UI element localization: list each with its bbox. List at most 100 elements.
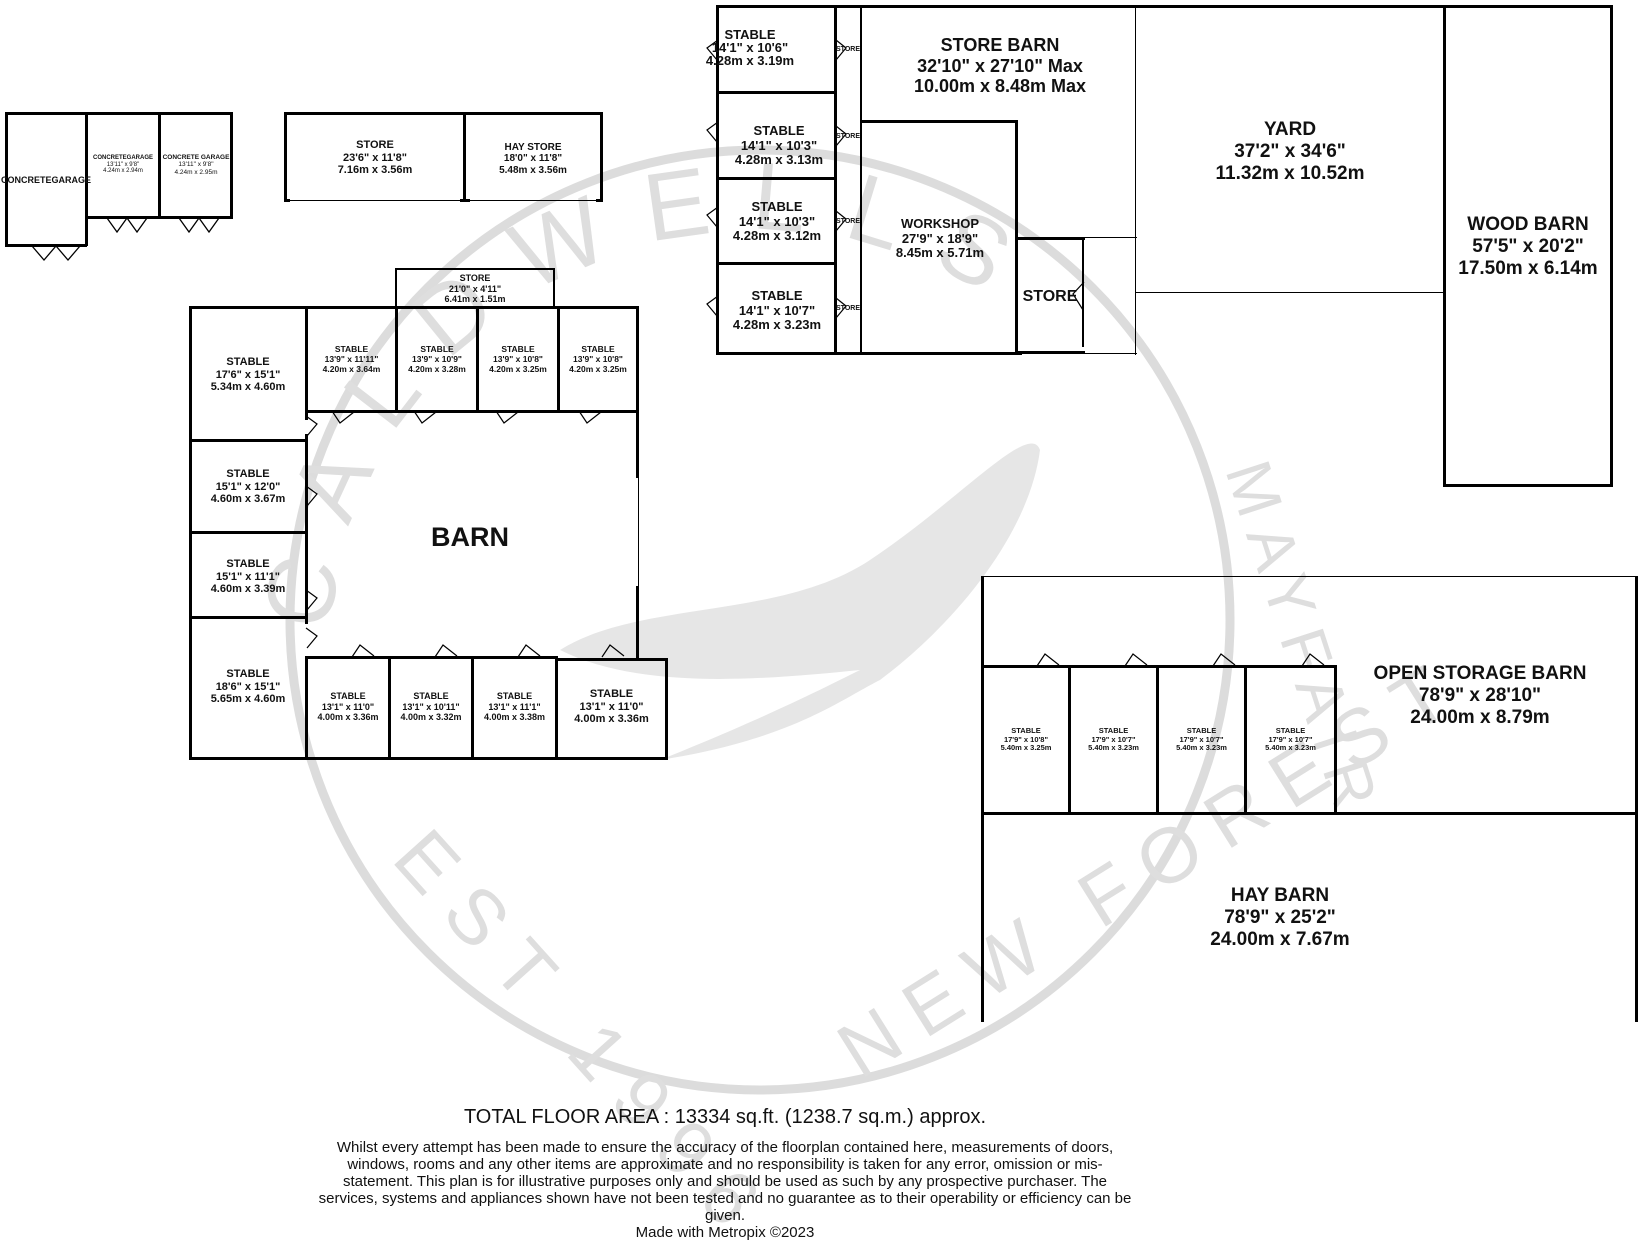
room-dim-metric: 4.20m x 3.28m bbox=[408, 363, 466, 374]
room-name: WORKSHOP bbox=[901, 215, 979, 231]
room-dim-metric: 5.40m x 3.23m bbox=[1176, 743, 1227, 753]
door-icon bbox=[706, 121, 719, 143]
wall-segment bbox=[596, 199, 603, 202]
door-icon bbox=[178, 216, 220, 234]
wall-segment bbox=[1082, 237, 1137, 238]
room-dim-imperial: 32'10" x 27'10" Max bbox=[917, 55, 1083, 76]
room-dim-metric: 4.28m x 3.19m bbox=[705, 52, 795, 68]
room-stable: STABLE 14'1" x 10'6" 4.28m x 3.19m bbox=[690, 24, 810, 70]
room-dim-imperial: 13'1" x 10'11" bbox=[402, 701, 460, 712]
footer: TOTAL FLOOR AREA : 13334 sq.ft. (1238.7 … bbox=[0, 1106, 1450, 1241]
disclaimer-text: Whilst every attempt has been made to en… bbox=[318, 1139, 1132, 1224]
room-dim-metric: 4.24m x 2.94m bbox=[103, 168, 143, 175]
room-mini-store: STORE bbox=[836, 216, 860, 228]
room-store: STORE 23'6" x 11'8" 7.16m x 3.56m bbox=[290, 138, 460, 178]
door-icon bbox=[305, 485, 318, 507]
room-name: STORE bbox=[836, 45, 860, 53]
room-stable: STABLE 14'1" x 10'3" 4.28m x 3.13m bbox=[724, 123, 834, 169]
room-name: STABLE bbox=[581, 344, 615, 355]
wall-segment bbox=[636, 586, 639, 660]
room-name: STABLE bbox=[751, 198, 803, 214]
room-name: STABLE bbox=[496, 691, 533, 702]
wall-segment bbox=[284, 199, 290, 202]
room-dim-metric: 4.28m x 3.12m bbox=[732, 228, 822, 244]
wall-segment bbox=[460, 199, 470, 202]
room-name: CONCRETEGARAGE bbox=[92, 154, 153, 161]
room-stable: STABLE 14'1" x 10'7" 4.28m x 3.23m bbox=[720, 288, 834, 334]
room-dim-imperial: 17'9" x 10'7" bbox=[1268, 734, 1313, 744]
door-icon bbox=[1301, 653, 1325, 667]
wall-segment bbox=[981, 576, 984, 1022]
room-wood-barn: WOOD BARN 57'5" x 20'2" 17.50m x 6.14m bbox=[1446, 212, 1610, 282]
wall-segment bbox=[305, 410, 637, 413]
wall-segment bbox=[716, 5, 719, 355]
room-dim-imperial: 15'1" x 11'1" bbox=[216, 570, 280, 583]
wall-segment bbox=[395, 268, 555, 270]
wall-segment bbox=[305, 656, 557, 659]
room-store-strip: STORE 21'0" x 4'11" 6.41m x 1.51m bbox=[397, 273, 553, 305]
wall-segment bbox=[1135, 292, 1445, 293]
room-dim-imperial: 17'9" x 10'7" bbox=[1179, 734, 1224, 744]
room-name: WOOD BARN bbox=[1467, 214, 1589, 236]
room-hay-barn: HAY BARN 78'9" x 25'2" 24.00m x 7.67m bbox=[1150, 884, 1410, 952]
room-name: STORE bbox=[459, 273, 491, 284]
room-dim-metric: 5.34m x 4.60m bbox=[210, 381, 286, 394]
wall-segment bbox=[5, 112, 8, 246]
room-dim-metric: 10.00m x 8.48m Max bbox=[913, 76, 1087, 97]
wall-segment bbox=[719, 91, 836, 94]
wall-segment bbox=[1015, 237, 1085, 240]
room-name: STABLE bbox=[751, 287, 803, 303]
room-dim-imperial: 17'6" x 15'1" bbox=[215, 368, 281, 381]
wall-segment bbox=[305, 656, 308, 760]
room-dim-metric: 4.24m x 2.95m bbox=[174, 168, 218, 176]
door-icon bbox=[413, 410, 437, 424]
wall-segment bbox=[553, 268, 555, 308]
room-stable: STABLE 13'1" x 11'1" 4.00m x 3.38m bbox=[474, 690, 555, 724]
wall-segment bbox=[5, 112, 233, 115]
room-stable: STABLE 17'9" x 10'7" 5.40m x 3.23m bbox=[1159, 726, 1244, 754]
room-dim-imperial: 13'1" x 11'0" bbox=[579, 700, 644, 713]
room-stable: STABLE 13'9" x 11'11" 4.20m x 3.64m bbox=[308, 344, 395, 376]
wall-segment bbox=[600, 112, 603, 202]
wall-segment bbox=[1635, 576, 1638, 1022]
room-dim-metric: 4.20m x 3.25m bbox=[569, 363, 627, 374]
room-mini-store: STORE bbox=[836, 44, 860, 56]
room-name: BARN bbox=[431, 522, 509, 553]
door-icon bbox=[706, 206, 719, 228]
room-dim-metric: 5.40m x 3.25m bbox=[1000, 743, 1052, 753]
room-stable: STABLE 15'1" x 12'0" 4.60m x 3.67m bbox=[192, 467, 304, 507]
room-stable: STABLE 18'6" x 15'1" 5.65m x 4.60m bbox=[192, 667, 304, 707]
wall-segment bbox=[981, 665, 1337, 668]
room-name: STABLE bbox=[753, 122, 805, 138]
room-hay-store: HAY STORE 18'0" x 11'8" 5.48m x 3.56m bbox=[466, 139, 600, 179]
wall-segment bbox=[284, 112, 287, 202]
room-name: STABLE bbox=[413, 691, 449, 702]
wall-segment bbox=[1082, 237, 1084, 347]
room-name: STABLE bbox=[330, 691, 366, 702]
room-name: STABLE bbox=[1275, 726, 1306, 736]
wall-segment bbox=[189, 616, 308, 619]
room-stable: STABLE 13'9" x 10'9" 4.20m x 3.28m bbox=[398, 344, 476, 376]
room-stable: STABLE 13'9" x 10'8" 4.20m x 3.25m bbox=[479, 344, 557, 376]
wall-segment bbox=[716, 352, 1022, 355]
room-barn: BARN bbox=[400, 518, 540, 558]
room-name: STORE bbox=[356, 139, 394, 152]
wall-segment bbox=[388, 656, 391, 760]
door-icon bbox=[1212, 653, 1236, 667]
room-stable: STABLE 17'6" x 15'1" 5.34m x 4.60m bbox=[192, 355, 304, 395]
room-dim-metric: 5.40m x 3.23m bbox=[1088, 743, 1139, 753]
watermark-ring bbox=[285, 145, 1235, 1095]
door-icon bbox=[835, 297, 847, 319]
room-dim-imperial: 18'6" x 15'1" bbox=[215, 680, 281, 693]
room-name: STABLE bbox=[226, 668, 270, 681]
room-name: STORE BARN bbox=[940, 34, 1060, 55]
room-stable: STABLE 15'1" x 11'1" 4.60m x 3.39m bbox=[192, 557, 304, 597]
room-dim-imperial: 13'9" x 10'8" bbox=[573, 354, 623, 365]
room-name: STABLE bbox=[1098, 726, 1129, 736]
wall-segment bbox=[555, 656, 558, 760]
door-icon bbox=[434, 644, 458, 658]
door-icon bbox=[305, 627, 318, 649]
room-dim-metric: 24.00m x 8.79m bbox=[1410, 706, 1550, 728]
room-dim-metric: 5.48m x 3.56m bbox=[499, 164, 567, 176]
